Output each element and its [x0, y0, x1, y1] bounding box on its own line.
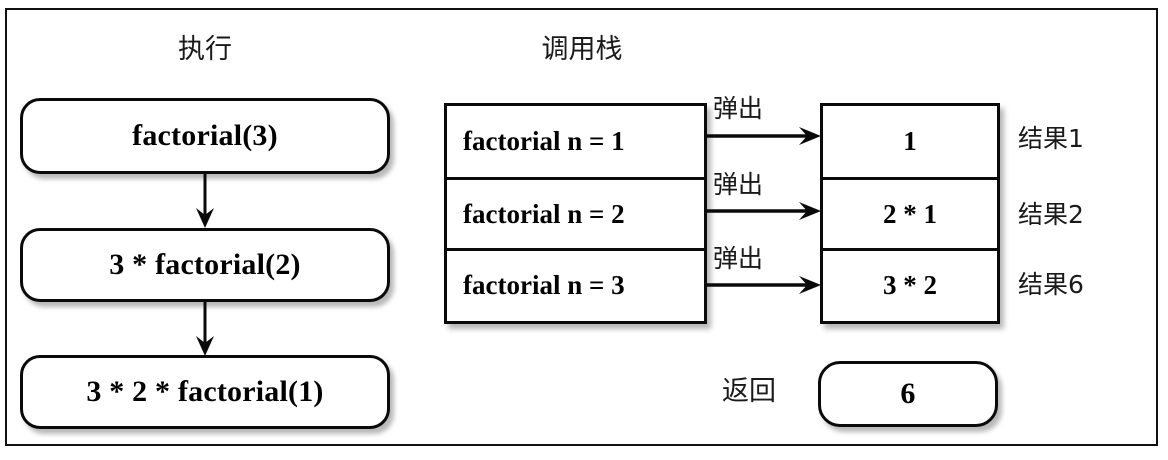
- call-stack-table: factorial n = 1 factorial n = 2 factoria…: [444, 103, 707, 324]
- result-label-1: 结果1: [1018, 124, 1084, 153]
- pop-arrow-1: [707, 124, 825, 153]
- result-value-1[interactable]: 1: [903, 126, 917, 156]
- execution-step-box-2[interactable]: 3 * factorial(2): [20, 228, 390, 302]
- callstack-column-heading: 调用栈: [541, 34, 623, 65]
- pop-arrow-3: [707, 273, 825, 302]
- execution-column-heading: 执行: [178, 34, 232, 65]
- result-stack-table: 1 2 * 1 3 * 2: [820, 103, 1000, 324]
- call-stack-frame-3[interactable]: factorial n = 3: [447, 248, 704, 319]
- pop-arrow-2: [707, 199, 825, 228]
- call-stack-frame-2[interactable]: factorial n = 2: [447, 177, 704, 248]
- execution-arrow-1-to-2: [192, 174, 218, 235]
- execution-arrow-2-to-3: [192, 302, 218, 363]
- result-value-3[interactable]: 3 * 2: [823, 248, 997, 319]
- return-label: 返回: [722, 376, 776, 407]
- pop-label-1: 弹出: [713, 94, 764, 123]
- result-label-2: 结果2: [1018, 200, 1084, 229]
- call-stack-frame-1[interactable]: factorial n = 1: [463, 126, 625, 156]
- execution-step-box-1[interactable]: factorial(3): [20, 98, 390, 174]
- result-value-2[interactable]: 2 * 1: [823, 177, 997, 248]
- return-value-box[interactable]: 6: [818, 361, 998, 427]
- execution-step-box-3[interactable]: 3 * 2 * factorial(1): [20, 355, 390, 429]
- pop-label-3: 弹出: [713, 244, 764, 273]
- pop-label-2: 弹出: [713, 170, 764, 199]
- result-label-3: 结果6: [1018, 270, 1084, 299]
